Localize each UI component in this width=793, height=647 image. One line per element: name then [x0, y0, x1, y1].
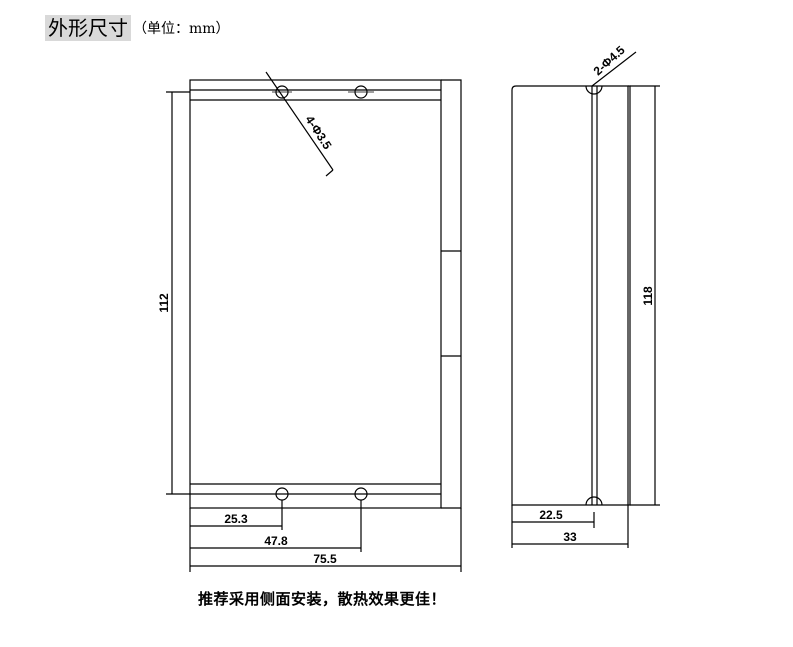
header: 外形尺寸 （单位：mm）	[45, 14, 230, 42]
side-dim-22-label: 22.5	[539, 508, 563, 522]
section-title: 外形尺寸	[45, 15, 131, 41]
side-dim-33-label: 33	[563, 530, 577, 544]
front-hole-leader	[265, 71, 334, 171]
side-view	[511, 51, 660, 548]
unit-label: （单位：mm）	[133, 21, 230, 37]
side-top-slot	[585, 85, 603, 95]
front-dim-25-label: 25.3	[224, 512, 248, 526]
side-right-edge	[628, 85, 631, 506]
front-side-flange	[441, 79, 462, 509]
front-dim-112-label: 112	[157, 293, 171, 313]
side-hole-leader	[591, 51, 637, 87]
side-dim-118-label: 118	[641, 286, 655, 306]
installation-note: 推荐采用侧面安装，散热效果更佳！	[198, 590, 447, 608]
side-bottom-slot	[585, 496, 603, 506]
front-body-outline	[189, 79, 442, 509]
front-hole-leader-tail	[325, 169, 334, 177]
side-body-outline	[511, 85, 629, 506]
front-dim-47-label: 47.8	[264, 534, 288, 548]
front-view	[166, 71, 462, 572]
front-dim-75-label: 75.5	[313, 552, 337, 566]
